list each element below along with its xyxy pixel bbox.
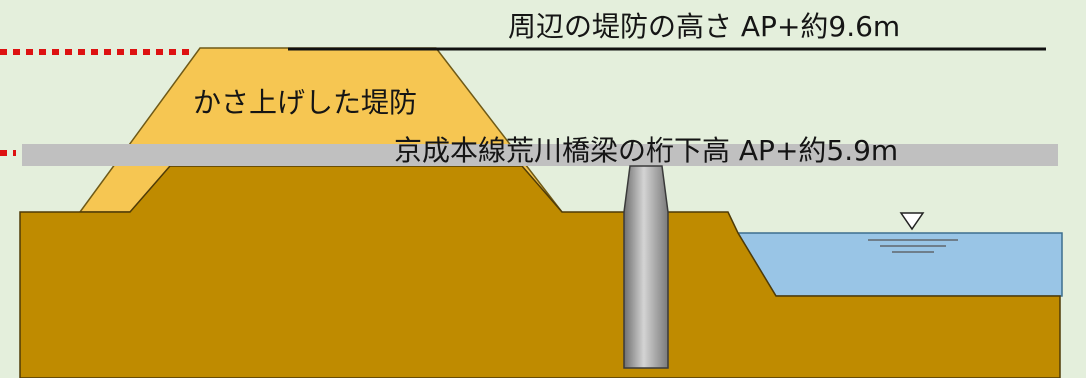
water-surface-lines [868,239,958,253]
ground-and-original-levee [19,165,1061,378]
raised-levee-label: かさ上げした堤防 [193,86,418,119]
bridge-girder-band [22,144,1058,166]
surrounding-levee-height-label: 周辺の堤防の高さ AP+約9.6m [508,10,901,43]
river-water [736,232,1063,297]
downward-triangle-icon [899,212,925,231]
bridge-girder-clearance-label: 京成本線荒川橋梁の桁下高 AP+約5.9m [394,134,899,167]
bridge-pier [623,165,669,369]
